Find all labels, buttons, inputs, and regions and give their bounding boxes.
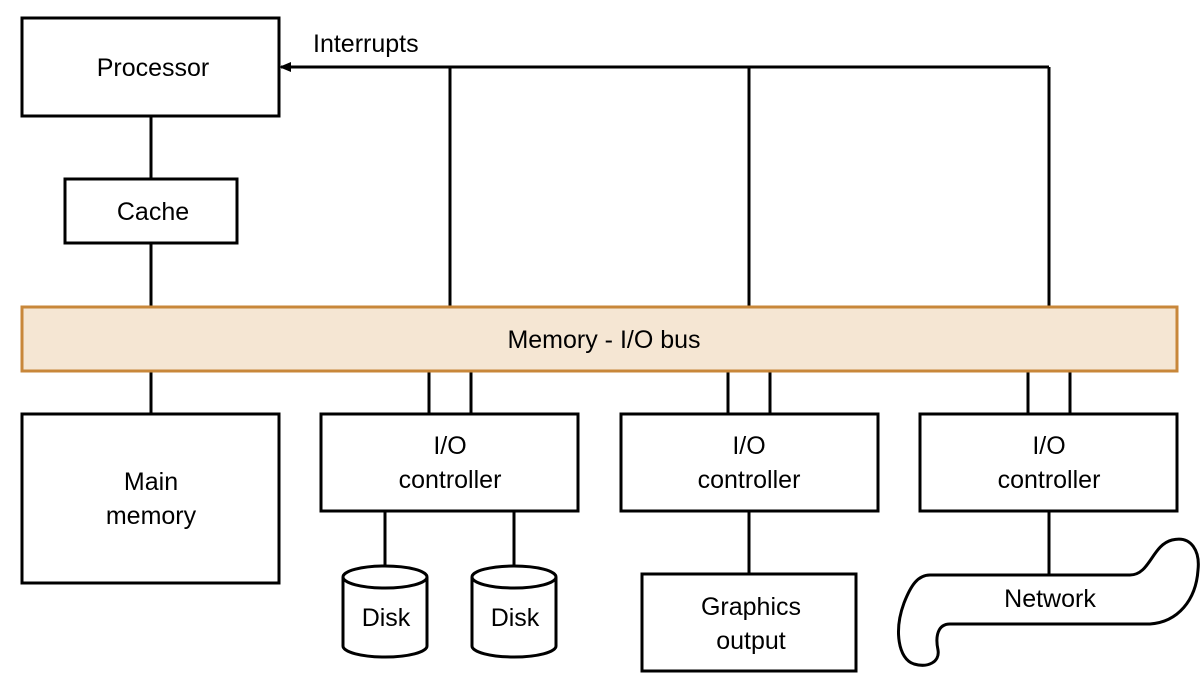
main-memory-label-line2: memory (106, 502, 197, 530)
io-controller-graphics: I/O controller (619, 412, 880, 513)
io-controller-label-line2: controller (698, 466, 801, 494)
graphics-output-box: Graphics output (640, 572, 858, 673)
io-controller-network: I/O controller (918, 412, 1179, 513)
io-controller-label-line1: I/O (433, 432, 466, 460)
io-controller-label-line2: controller (998, 466, 1101, 494)
cache-box: Cache (63, 177, 239, 245)
disk-label: Disk (362, 604, 411, 632)
cache-label: Cache (117, 198, 189, 226)
main-memory-label-line1: Main (124, 468, 178, 496)
disk-2-cylinder: Disk (470, 564, 558, 659)
disk-label: Disk (491, 604, 540, 632)
io-controller-label-line1: I/O (1032, 432, 1065, 460)
memory-io-bus: Memory - I/O bus (20, 305, 1179, 373)
io-controller-label-line2: controller (399, 466, 502, 494)
network-shape: Network (897, 537, 1200, 667)
processor-box: Processor (20, 16, 281, 118)
network-label: Network (1004, 585, 1096, 613)
graphics-label-line2: output (716, 627, 786, 655)
graphics-label-line1: Graphics (701, 593, 801, 621)
io-controller-disk: I/O controller (319, 412, 580, 513)
processor-label: Processor (97, 54, 210, 82)
main-memory-box: Main memory (20, 412, 281, 585)
interrupts-label: Interrupts (313, 30, 419, 58)
disk-1-cylinder: Disk (341, 564, 429, 659)
bus-label: Memory - I/O bus (507, 326, 700, 354)
io-controller-label-line1: I/O (732, 432, 765, 460)
